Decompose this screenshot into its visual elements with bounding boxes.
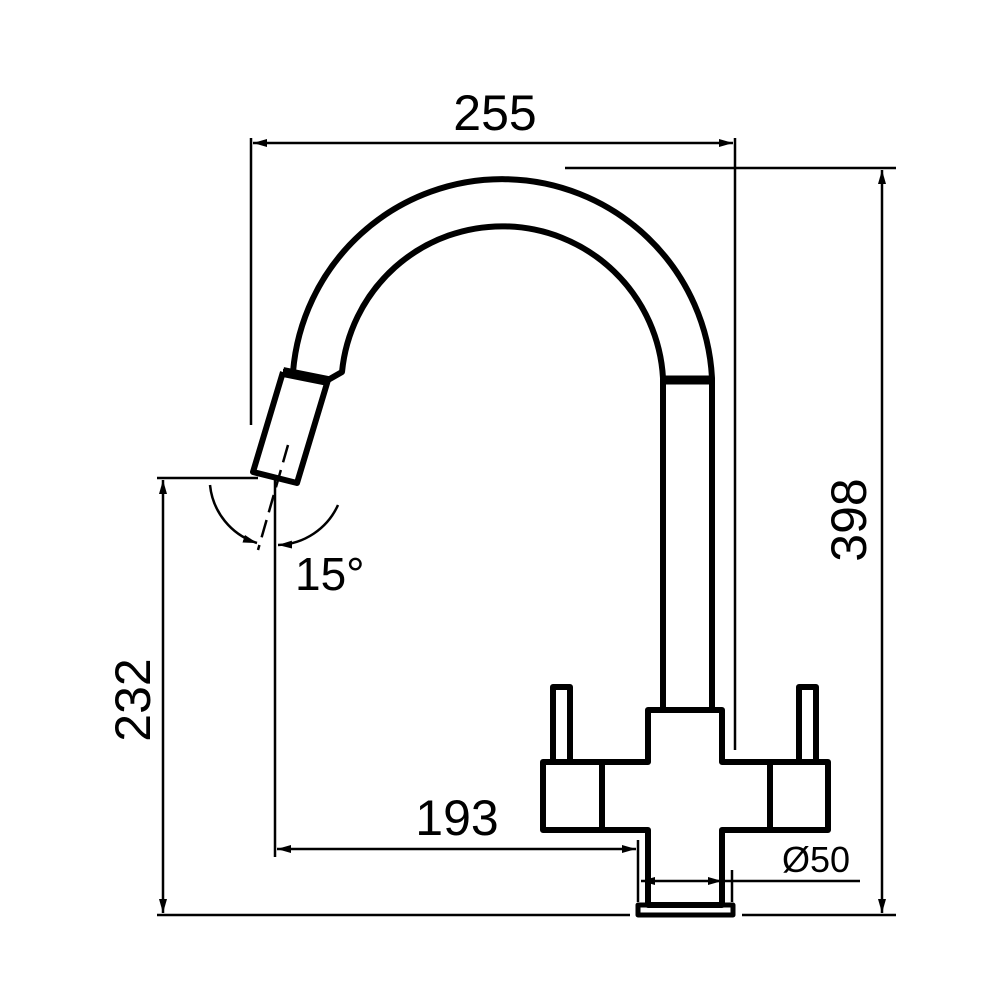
spout-inner bbox=[326, 223, 666, 710]
right-handle bbox=[796, 684, 819, 765]
angle-15-label: 15° bbox=[295, 548, 365, 600]
dimension-lines bbox=[157, 138, 896, 917]
dim-50-label: Ø50 bbox=[782, 839, 850, 880]
dim-398-label: 398 bbox=[821, 478, 877, 561]
angle-arc-right bbox=[277, 504, 340, 549]
spout-outer bbox=[283, 176, 715, 710]
nozzle-band bbox=[282, 367, 329, 386]
angle-arc-left bbox=[208, 484, 258, 545]
left-handle bbox=[550, 684, 573, 765]
dim-232-label: 232 bbox=[105, 658, 161, 741]
dim-193-label: 193 bbox=[415, 790, 498, 846]
base-plate bbox=[635, 902, 736, 918]
nozzle-axis bbox=[256, 444, 290, 551]
spout-nozzle bbox=[250, 371, 331, 486]
dim-255-label: 255 bbox=[453, 85, 536, 141]
faucet-outline bbox=[250, 176, 831, 918]
